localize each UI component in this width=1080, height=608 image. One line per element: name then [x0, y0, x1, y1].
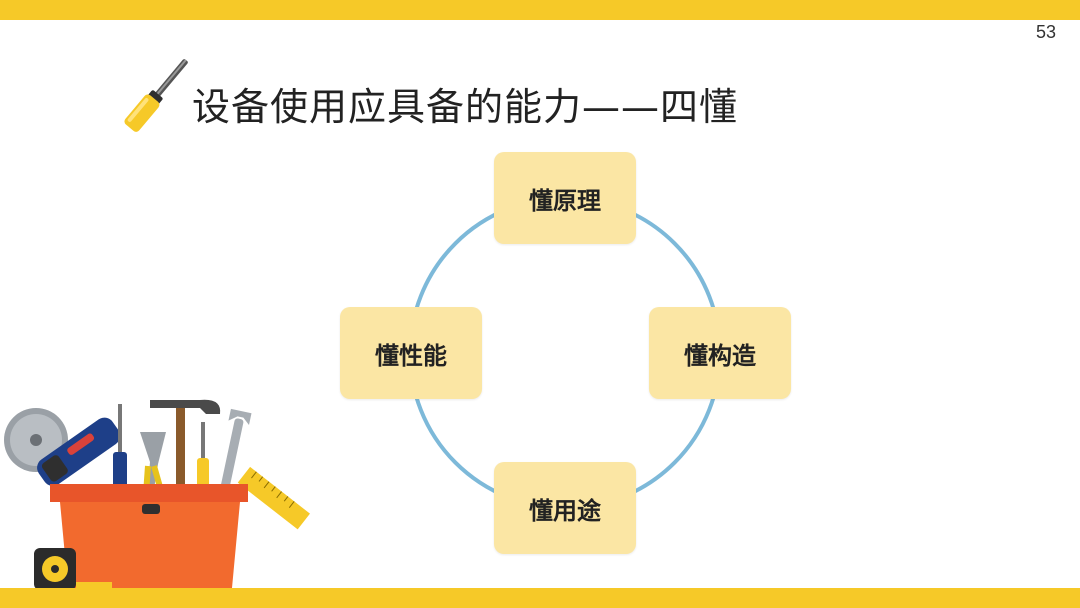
bottom-accent-bar [0, 588, 1080, 608]
node-structure: 懂构造 [649, 307, 791, 399]
toolbox-illustration [4, 399, 310, 590]
page-number: 53 [1035, 22, 1056, 42]
node-performance: 懂性能 [340, 307, 482, 399]
top-accent-bar [0, 0, 1080, 20]
node-usage: 懂用途 [494, 462, 636, 554]
four-understandings-cycle: 懂原理 懂构造 懂用途 懂性能 [330, 140, 810, 570]
node-principle: 懂原理 [494, 152, 636, 244]
screwdriver-icon [124, 59, 188, 132]
page-title: 设备使用应具备的能力——四懂 [192, 85, 739, 129]
